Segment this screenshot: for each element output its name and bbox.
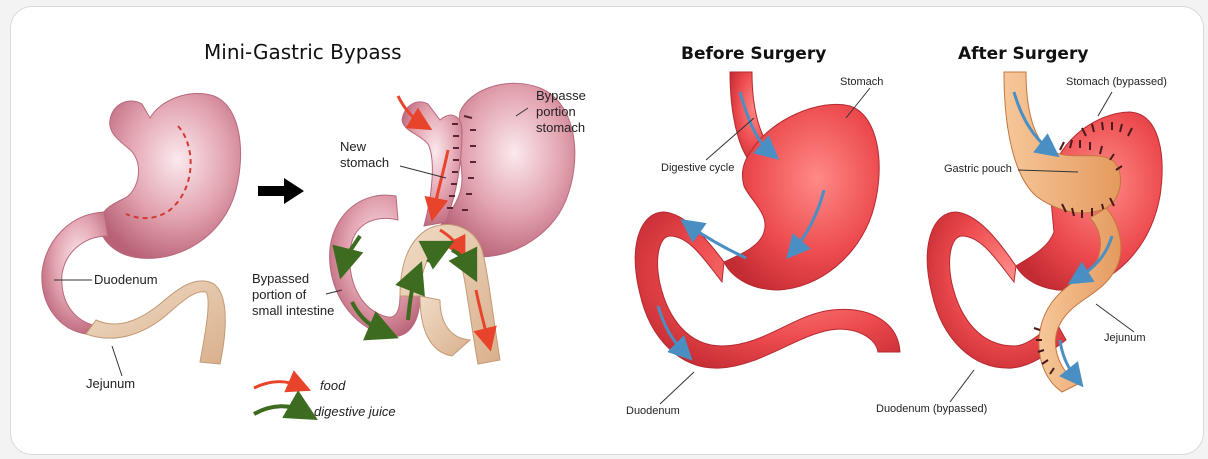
main-title: Mini-Gastric Bypass: [204, 40, 402, 64]
label-before-duodenum: Duodenum: [626, 405, 680, 418]
legend-food: food: [320, 378, 345, 394]
food-legend-arrow-icon: [254, 382, 300, 388]
label-stomach-bypassed: Stomach (bypassed): [1066, 76, 1167, 89]
transform-arrow-icon: [258, 178, 304, 204]
label-gastric-pouch: Gastric pouch: [944, 163, 1012, 176]
label-before-stomach: Stomach: [840, 76, 883, 89]
after-surgery-title: After Surgery: [958, 44, 1088, 64]
before-surgery-title: Before Surgery: [681, 44, 826, 64]
label-duodenum: Duodenum: [94, 272, 158, 288]
label-digestive-cycle: Digestive cycle: [661, 162, 734, 175]
original-stomach: [100, 93, 241, 258]
legend-digestive-juice: digestive juice: [314, 404, 396, 420]
jejunum-tube: [86, 281, 225, 364]
label-bypassed-intestine: Bypassed portion of small intestine: [252, 271, 334, 319]
label-after-jejunum: Jejunum: [1104, 332, 1146, 345]
juice-legend-arrow-icon: [254, 406, 304, 414]
label-jejunum: Jejunum: [86, 376, 135, 392]
label-duodenum-bypassed: Duodenum (bypassed): [876, 403, 987, 416]
label-new-stomach: New stomach: [340, 139, 389, 171]
label-bypassed-stomach: Bypasse portion stomach: [536, 88, 586, 136]
